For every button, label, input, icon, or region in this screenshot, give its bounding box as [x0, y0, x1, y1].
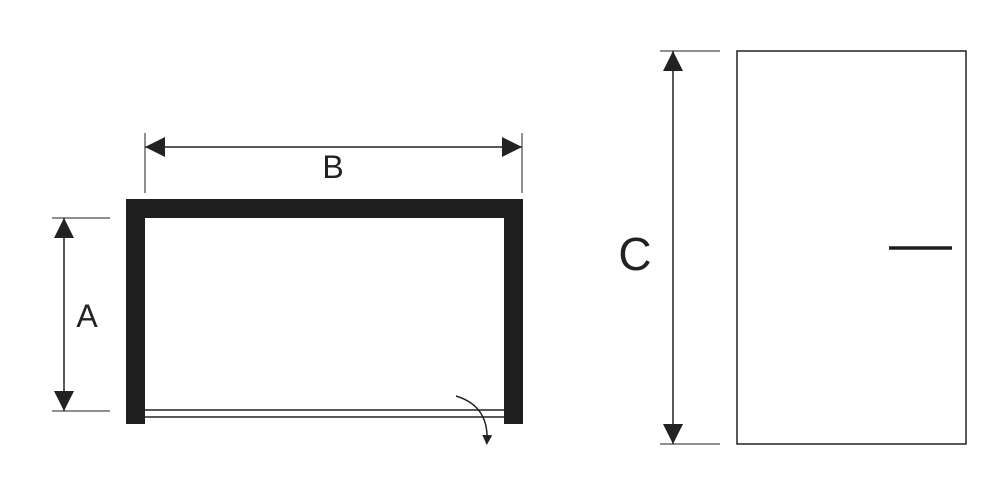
dimension-c: C	[618, 50, 720, 445]
enclosure-frame	[126, 199, 523, 424]
frame-back-wall	[126, 199, 523, 218]
frame-right-wall	[504, 199, 523, 424]
dimension-a: A	[52, 217, 110, 412]
dimension-a-label: A	[76, 298, 98, 334]
plan-view: B A	[52, 133, 523, 445]
dimension-b-label: B	[322, 149, 343, 185]
elevation-view: C	[618, 50, 967, 445]
dimension-c-label: C	[618, 228, 651, 280]
dimension-b: B	[144, 133, 523, 193]
door-panel	[736, 50, 967, 445]
sliding-door	[145, 409, 504, 418]
door-swing-arrow	[455, 395, 493, 445]
frame-left-wall	[126, 199, 145, 424]
